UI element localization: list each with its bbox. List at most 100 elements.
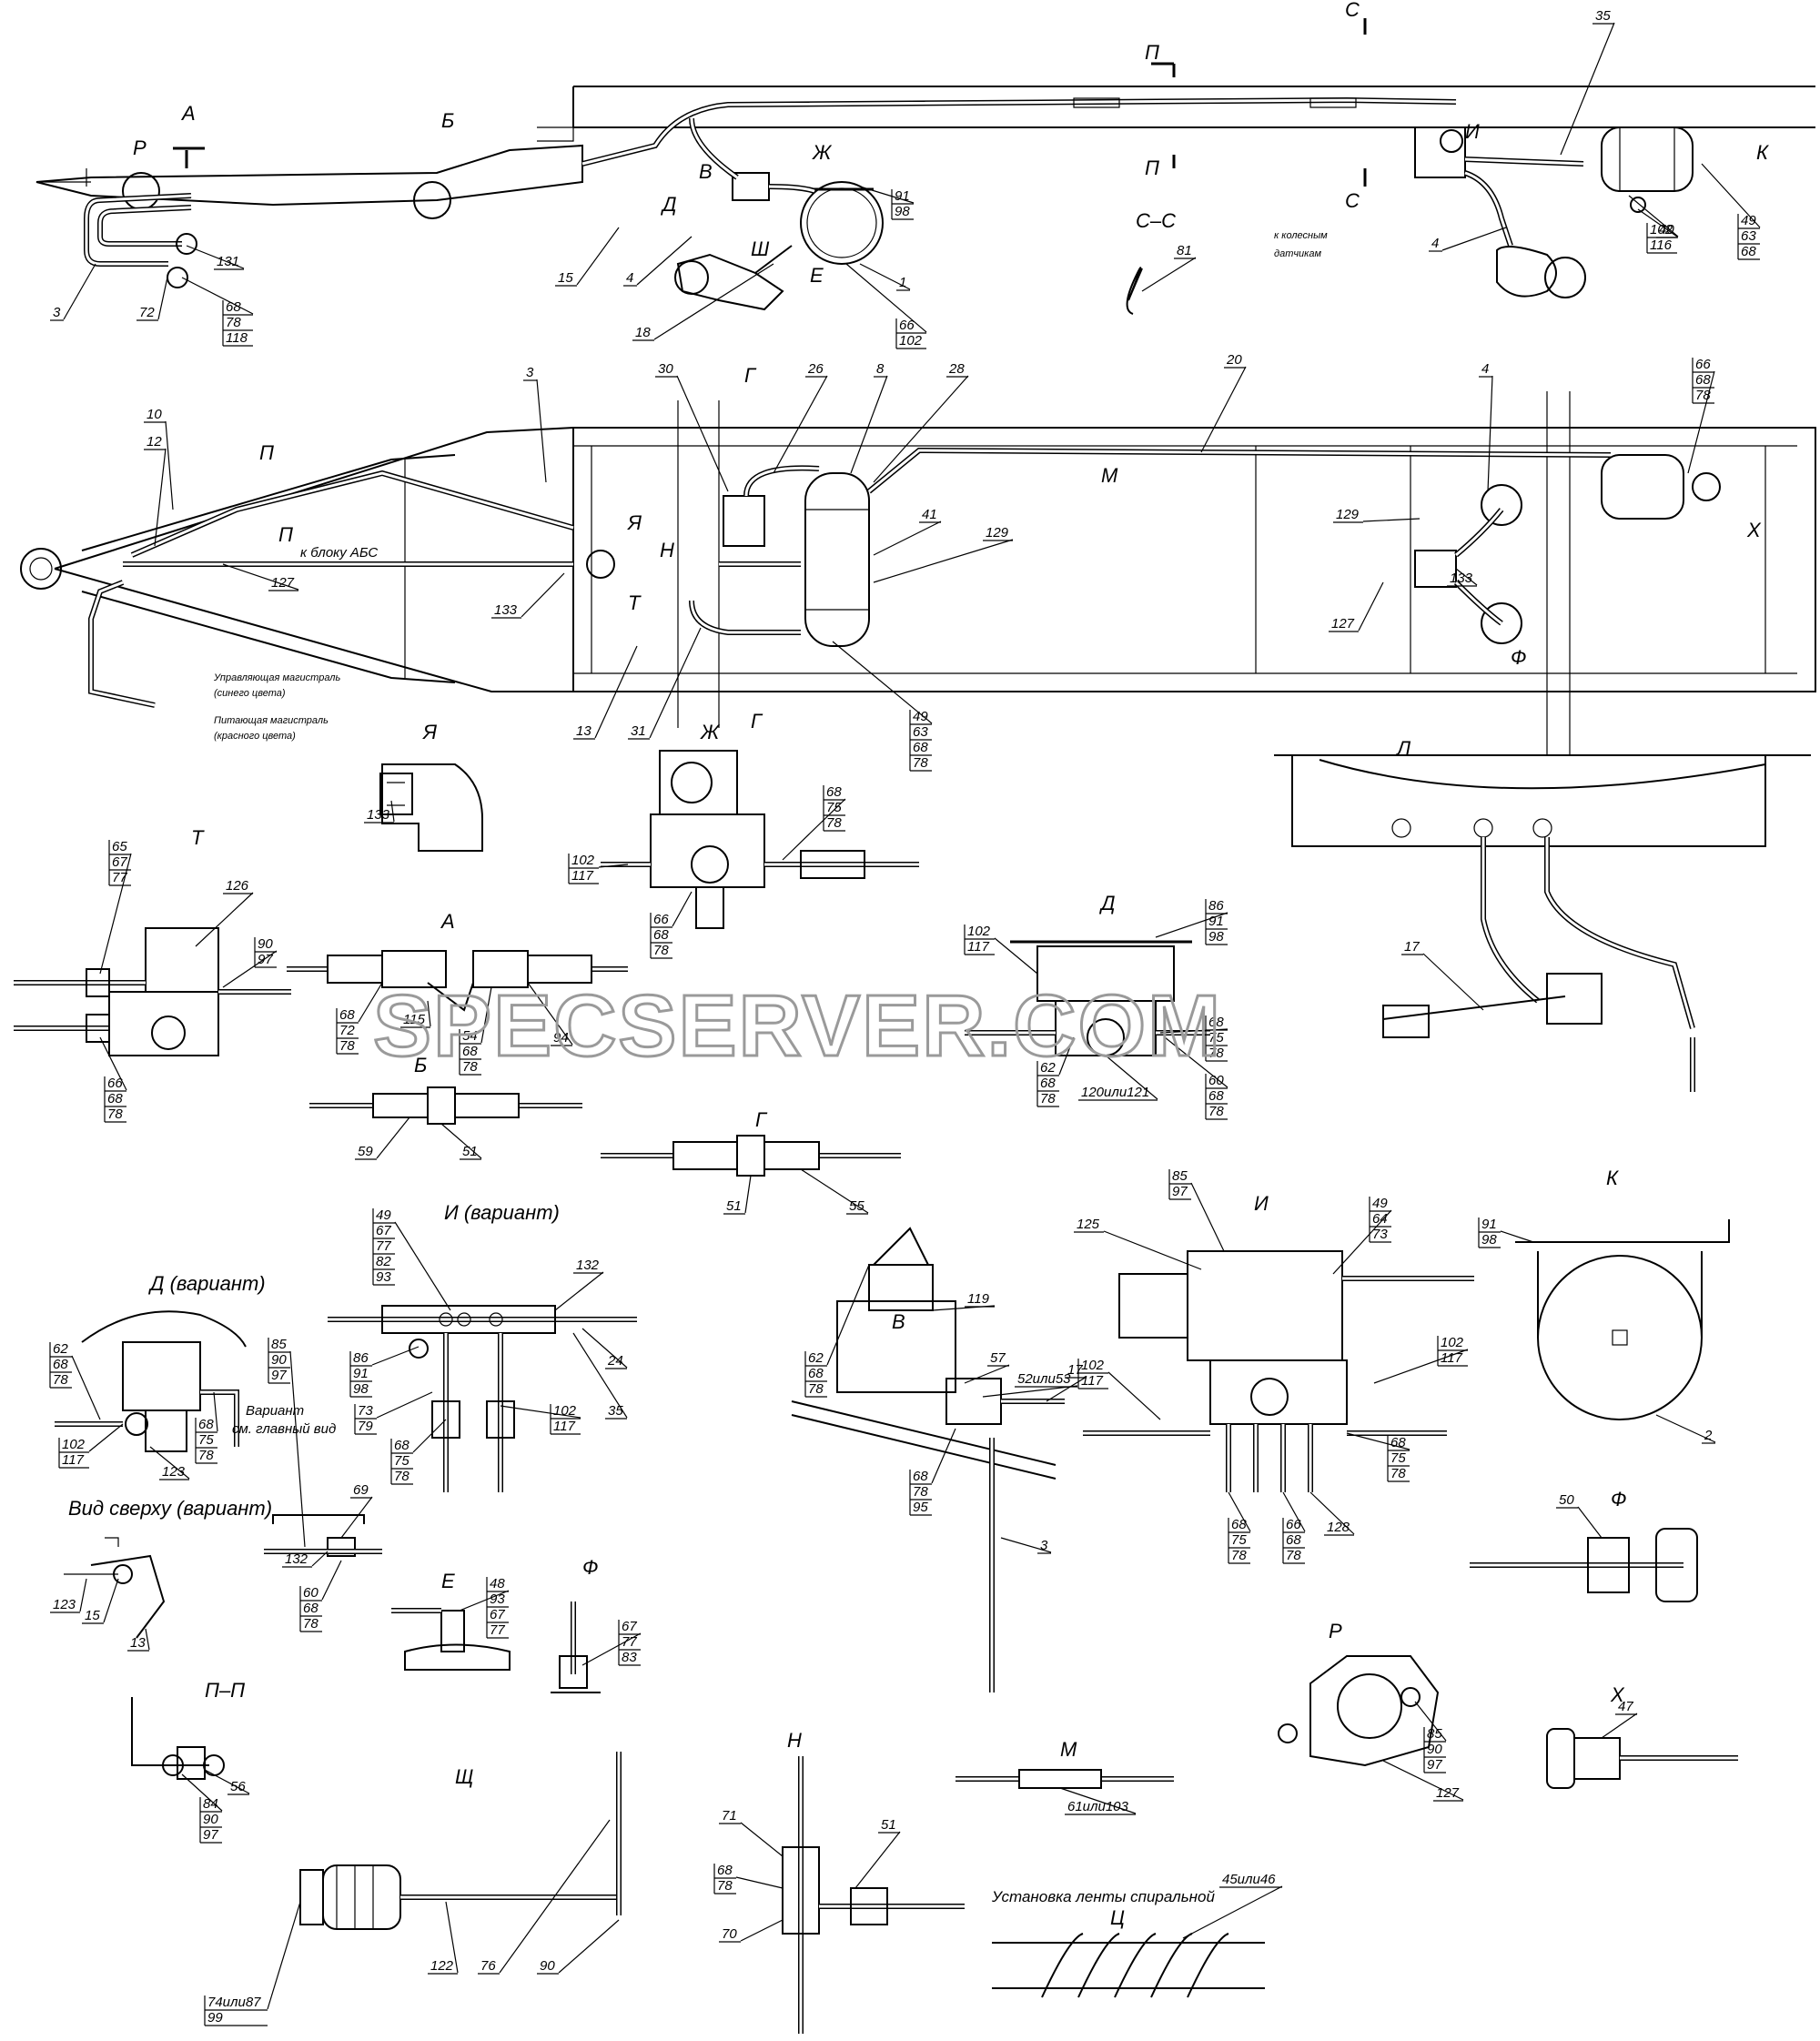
- callout-c-72: 72: [136, 272, 169, 321]
- view-title-v-K: К: [1606, 1167, 1619, 1189]
- view-title-mid-Ya: Я: [627, 511, 642, 534]
- view-title-mid-G2: Г: [751, 710, 763, 733]
- callout-c-69: 69: [340, 1482, 373, 1539]
- callout-number: 72: [139, 305, 155, 320]
- callout-number: 102: [967, 924, 991, 939]
- leader-line: [735, 1876, 784, 1889]
- leader-line: [1382, 1760, 1464, 1801]
- leader-line: [1000, 1537, 1052, 1553]
- callout-number: 102: [571, 853, 595, 868]
- callout-number: 61или103: [1067, 1799, 1129, 1814]
- view-title-mid-N: Н: [660, 539, 674, 561]
- notes: к блоку АБС к колесным датчикам Управляю…: [213, 230, 1328, 1905]
- callout-c-133c: 133: [364, 800, 395, 823]
- leader-line: [1103, 1230, 1202, 1270]
- callout-number: 47: [1618, 1699, 1633, 1714]
- leader-line: [1500, 1230, 1534, 1243]
- callout-number: 84: [203, 1796, 218, 1812]
- view-title-top-B: Б: [441, 109, 454, 132]
- callout-number: 78: [1231, 1548, 1247, 1563]
- leader-line: [1577, 1506, 1603, 1539]
- leader-line: [222, 563, 299, 591]
- callout-c-119: 119: [932, 1291, 996, 1311]
- callout-c-35b: 35: [572, 1332, 628, 1420]
- callout-c-28: 28: [873, 361, 969, 483]
- leader-line: [581, 1328, 628, 1369]
- callout-number: 78: [808, 1381, 824, 1397]
- callout-number: 78: [1208, 1104, 1224, 1119]
- leader-line: [832, 641, 933, 724]
- callout-number: 68: [303, 1601, 318, 1616]
- leader-line: [459, 1590, 510, 1612]
- leader-line: [499, 1819, 611, 1974]
- detail-zh: [601, 750, 919, 929]
- callout-number: 51: [462, 1144, 478, 1159]
- callout-number: 66: [1695, 357, 1711, 372]
- leader-line: [1601, 1713, 1638, 1739]
- leader-line: [854, 1831, 901, 1889]
- leader-line: [1046, 1376, 1087, 1402]
- callout-number: 78: [462, 1059, 478, 1075]
- view-title-v-A: А: [440, 910, 455, 933]
- note-wheel-sensors-2: датчикам: [1274, 248, 1321, 259]
- callout-number: 78: [1286, 1548, 1301, 1563]
- leader-line: [800, 1168, 869, 1214]
- view-title-mid-G1: Г: [744, 364, 757, 387]
- callout-number: 75: [1231, 1532, 1247, 1548]
- tee-junction-ya: [586, 550, 615, 579]
- callout-number: 117: [571, 868, 594, 884]
- leader-line: [88, 1423, 124, 1452]
- leader-line: [994, 937, 1038, 975]
- callout-number: 57: [990, 1350, 1006, 1366]
- callout-number: 77: [490, 1622, 505, 1638]
- callout-number: 70: [722, 1926, 737, 1942]
- callout-number: 132: [576, 1258, 600, 1273]
- view-title-v-N: Н: [787, 1729, 802, 1752]
- leader-line: [1487, 375, 1493, 492]
- leader-line: [1107, 1371, 1161, 1420]
- leader-line: [181, 277, 254, 315]
- callout-number: 93: [490, 1591, 505, 1607]
- callout-c-129b: 129: [1333, 507, 1421, 523]
- callout-number: 3: [1040, 1538, 1048, 1553]
- callout-number: 4: [1431, 236, 1439, 251]
- leader-line: [1155, 912, 1228, 938]
- callout-c-52-53: 52или53: [982, 1371, 1078, 1398]
- callout-c-13b: 13: [127, 1628, 150, 1652]
- callout-number: 98: [353, 1381, 369, 1397]
- note-control-line-2: (синего цвета): [214, 688, 286, 699]
- detail-b: [309, 1086, 582, 1125]
- note-spiral-tape: Установка ленты спиральной: [991, 1888, 1215, 1905]
- callout-number: 51: [881, 1817, 896, 1833]
- callout-number: 62: [53, 1341, 68, 1357]
- callout-c-41: 41: [873, 507, 942, 556]
- drawbar-eye: [20, 548, 62, 590]
- callout-number: 30: [658, 361, 673, 377]
- callout-number: 66: [1286, 1517, 1301, 1532]
- callout-number: 133: [494, 602, 518, 618]
- leader-line: [99, 853, 132, 975]
- callout-number: 10: [147, 407, 162, 422]
- leader-line: [440, 1123, 482, 1159]
- callout-number: 68: [1208, 1015, 1224, 1030]
- leader-line: [653, 263, 774, 340]
- callout-number: 97: [1172, 1184, 1188, 1199]
- detail-t: [14, 927, 291, 1056]
- callout-number: 68: [198, 1417, 214, 1432]
- leader-line: [71, 1355, 101, 1420]
- callout-c-127a: 127: [222, 563, 299, 591]
- callout-number: 54: [462, 1028, 478, 1044]
- callout-number: 98: [895, 204, 910, 219]
- leader-line: [1422, 953, 1484, 1011]
